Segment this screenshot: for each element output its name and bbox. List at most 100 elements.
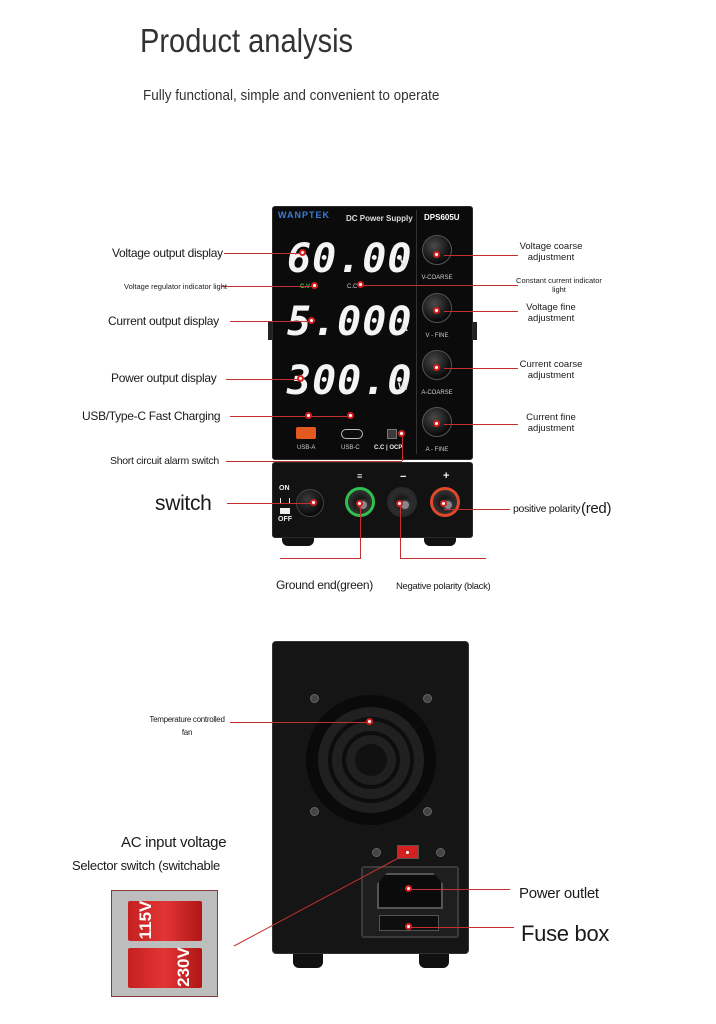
label-fuse-box: Fuse box [521, 921, 610, 946]
knob-label-v-fine: V - FINE [425, 333, 449, 339]
usb-a-port[interactable] [296, 427, 316, 439]
callout-dot-usb-a [305, 412, 312, 419]
side-handle-left [268, 322, 272, 340]
voltage-display: 60.00 [287, 236, 413, 282]
callout-line-power [226, 379, 300, 380]
callout-dot-v-coarse [433, 251, 440, 258]
usb-c-label: USB-C [341, 445, 360, 451]
rear-foot-right [419, 954, 449, 968]
callout-line-cc [362, 285, 518, 286]
callout-line-negative [400, 558, 486, 559]
ground-symbol: ≡ [357, 471, 363, 481]
callout-line-selector-diagonal [233, 853, 407, 947]
callout-line-fan [230, 722, 370, 723]
label-switch: switch [155, 492, 212, 515]
fan-screw-top-right [423, 694, 432, 703]
label-usb-fast-charging: USB/Type-C Fast Charging [82, 409, 221, 423]
power-display: 300.0 [287, 358, 413, 404]
voltage-unit: V [400, 258, 408, 270]
callout-dot-fan [366, 718, 373, 725]
callout-line-switch [227, 503, 312, 504]
callout-dot-a-coarse [433, 364, 440, 371]
label-current-coarse: Current coarse adjustment [519, 359, 583, 381]
fan-screw-bottom-right [423, 807, 432, 816]
callout-vline-ground [360, 504, 361, 558]
callout-line-v-coarse [444, 255, 518, 256]
ocp-button[interactable] [387, 429, 397, 439]
selector-panel-230v: 230V [128, 947, 202, 988]
positive-symbol: + [443, 470, 450, 482]
callout-dot-a-fine [433, 420, 440, 427]
fan-grill-ring-inner [342, 731, 400, 789]
knob-label-a-coarse: A-COARSE [421, 390, 453, 396]
label-voltage-fine: Voltage fine adjustment [526, 302, 576, 324]
foot-right [424, 538, 456, 546]
label-negative-polarity: Negative polarity (black) [396, 581, 491, 592]
callout-line-a-fine [444, 424, 518, 425]
label-ac-input-voltage: AC input voltage [121, 834, 227, 851]
negative-terminal[interactable] [387, 487, 417, 517]
label-voltage-coarse: Voltage coarse adjustment [519, 241, 583, 263]
callout-dot-ocp [398, 430, 405, 437]
rear-foot-left [293, 954, 323, 968]
callout-dot-fuse [405, 923, 412, 930]
switch-off-label: OFF [278, 516, 292, 523]
callout-dot-v-fine [433, 307, 440, 314]
callout-line-usb [230, 416, 350, 417]
callout-line-positive [444, 509, 510, 510]
callout-line-ground [280, 558, 361, 559]
panel-divider [416, 210, 417, 454]
fan-hub [355, 744, 387, 776]
brand-logo: WANPTEK [278, 210, 330, 220]
callout-line-cv [222, 286, 314, 287]
callout-line-power-outlet [410, 889, 510, 890]
negative-symbol: − [400, 471, 407, 483]
voltage-selector-closeup: 115V 230V [111, 890, 218, 997]
callout-vline-negative [400, 504, 401, 558]
label-ground-end: Ground end(green) [276, 578, 373, 592]
callout-dot-ground [356, 500, 363, 507]
switch-on-label: ON [279, 485, 290, 492]
callout-dot-power [297, 375, 304, 382]
label-constant-current-light: Constant current indicator light [516, 276, 602, 294]
switch-off-symbol [280, 508, 290, 514]
callout-dot-power-outlet [405, 885, 412, 892]
callout-line-v-fine [444, 311, 518, 312]
page-title: Product analysis [140, 22, 354, 59]
label-short-circuit-alarm: Short circuit alarm switch [110, 455, 219, 467]
callout-dot-cc [357, 281, 364, 288]
callout-dot-selector [404, 849, 411, 856]
label-current-fine: Current fine adjustment [526, 412, 576, 434]
usb-c-port[interactable] [341, 429, 363, 439]
label-selector-switch: Selector switch (switchable [72, 858, 220, 873]
selector-panel-115v: 115V [128, 901, 202, 941]
callout-line-short-circuit [226, 461, 402, 462]
current-unit: A [400, 322, 408, 334]
knob-label-v-coarse: V-COARSE [421, 275, 453, 281]
usb-a-label: USB-A [297, 445, 316, 451]
callout-line-fuse [410, 927, 514, 928]
callout-vline-short-circuit [402, 434, 403, 461]
label-fan: Temperature controlled fan [149, 715, 225, 737]
label-power-outlet: Power outlet [519, 885, 599, 902]
model-title: DC Power Supply [346, 214, 413, 223]
label-positive-polarity-red: (red) [581, 500, 612, 517]
foot-left [282, 538, 314, 546]
callout-dot-positive [440, 500, 447, 507]
callout-dot-cv [311, 282, 318, 289]
label-voltage-output-display: Voltage output display [112, 246, 223, 260]
label-power-output-display: Power output display [111, 371, 217, 385]
fan-screw-bottom-left [310, 807, 319, 816]
label-positive-polarity: positive polarity [513, 503, 581, 515]
current-display: 5.000 [287, 299, 413, 345]
callout-dot-voltage [299, 249, 306, 256]
callout-line-voltage [224, 253, 302, 254]
label-current-output-display: Current output display [108, 314, 219, 328]
fan-screw-top-left [310, 694, 319, 703]
selector-text-230v: 230V [174, 947, 193, 987]
side-handle-right [473, 322, 477, 340]
ocp-label: C.C | OCP [374, 445, 403, 451]
voltage-coarse-knob[interactable] [422, 235, 452, 265]
rear-screw-right [436, 848, 445, 857]
selector-text-115v: 115V [136, 900, 155, 940]
